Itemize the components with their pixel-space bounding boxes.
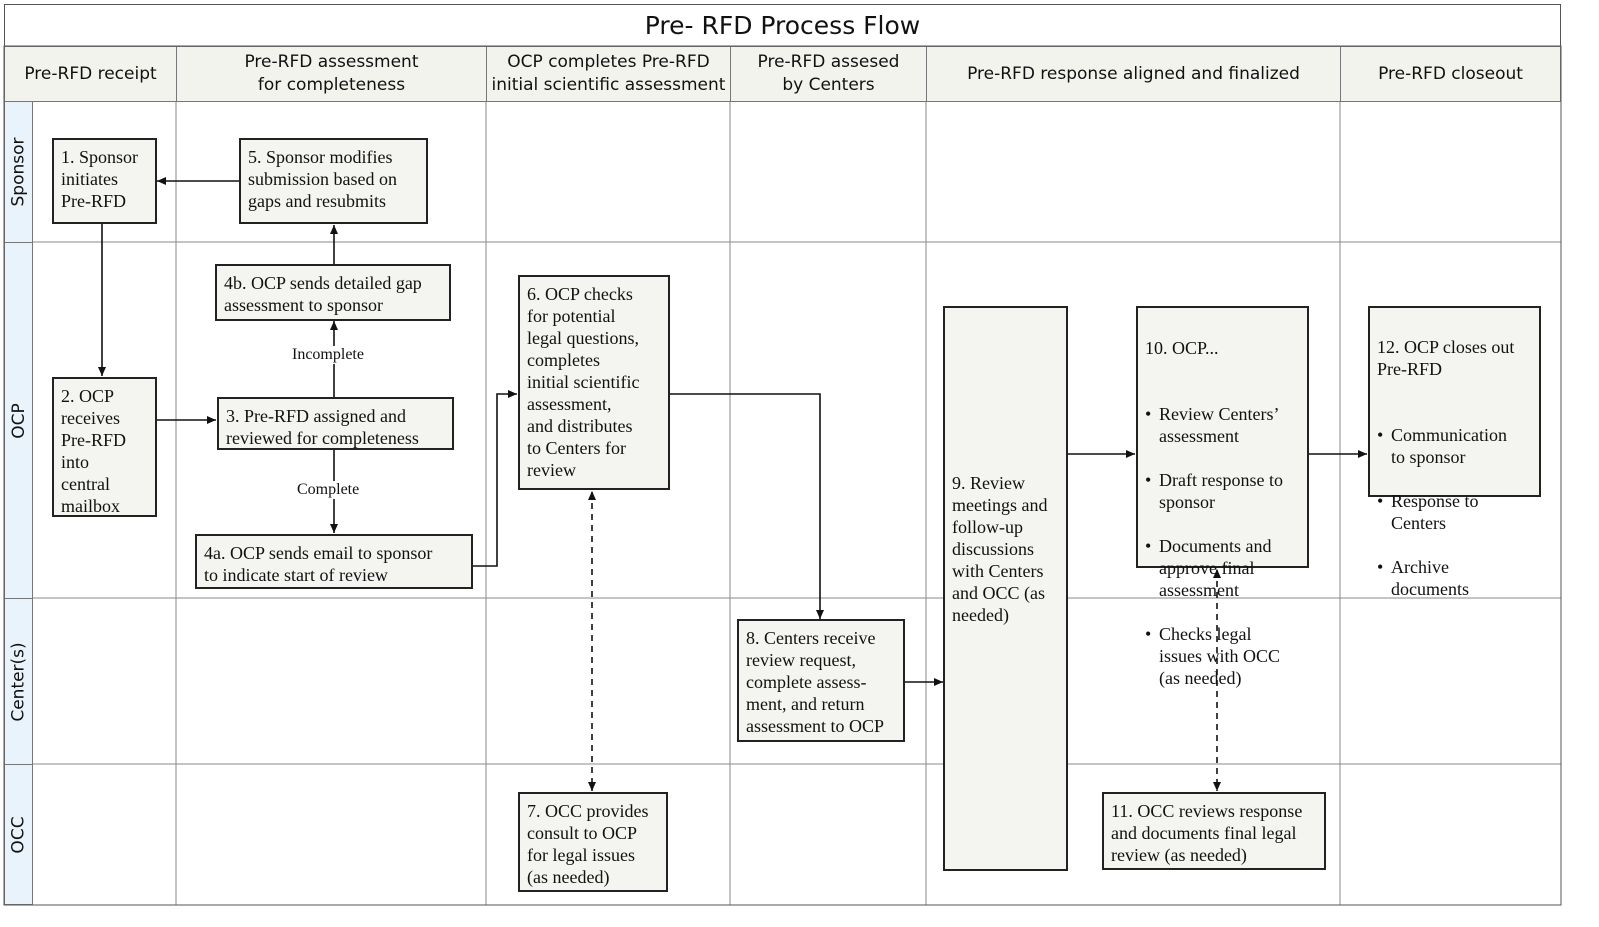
step-10-heading: 10. OCP... xyxy=(1145,338,1219,358)
label-incomplete: Incomplete xyxy=(290,346,366,364)
step-2-box: 2. OCP receives Pre-RFD into central mai… xyxy=(52,377,157,517)
label-complete: Complete xyxy=(295,481,362,499)
step-10-item: Documents and approve final assessment xyxy=(1145,535,1300,601)
phase-centers: Pre-RFD assesed by Centers xyxy=(730,46,927,102)
step-12-item: Communication to sponsor xyxy=(1377,424,1532,468)
phase-completeness: Pre-RFD assessment for completeness xyxy=(176,46,487,102)
arrow-4a-to-6 xyxy=(472,390,517,567)
step-10-box: 10. OCP... Review Centers’ assessment Dr… xyxy=(1136,306,1309,688)
step-8-box: 8. Centers receive review request, compl… xyxy=(737,619,905,742)
lane-occ: OCC xyxy=(4,764,33,905)
step-4a-box: 4a. OCP sends email to sponsor to indica… xyxy=(195,534,473,589)
step-3-box: 3. Pre-RFD assigned and reviewed for com… xyxy=(217,397,454,450)
step-6-box: 6. OCP checks for potential legal questi… xyxy=(518,275,670,490)
step-10-item: Draft response to sponsor xyxy=(1145,469,1300,513)
step-10-item: Checks legal issues with OCC (as needed) xyxy=(1145,623,1300,689)
step-12-item: Archive documents xyxy=(1377,556,1532,600)
phase-scientific-assessment: OCP completes Pre-RFD initial scientific… xyxy=(486,46,731,102)
step-7-box: 7. OCC provides consult to OCP for legal… xyxy=(518,792,668,892)
step-12-heading: 12. OCP closes out Pre-RFD xyxy=(1377,337,1515,379)
phase-response: Pre-RFD response aligned and finalized xyxy=(926,46,1341,102)
phase-closeout: Pre-RFD closeout xyxy=(1340,46,1561,102)
step-12-list: Communication to sponsor Response to Cen… xyxy=(1377,402,1532,622)
diagram-title: Pre- RFD Process Flow xyxy=(4,4,1561,46)
grid-lines xyxy=(3,45,1562,906)
phase-receipt: Pre-RFD receipt xyxy=(4,46,177,102)
step-12-box: 12. OCP closes out Pre-RFD Communication… xyxy=(1368,306,1541,599)
step-10-item: Review Centers’ assessment xyxy=(1145,403,1300,447)
step-1-box: 1. Sponsor initiates Pre-RFD xyxy=(52,138,157,224)
step-12-item: Response to Centers xyxy=(1377,490,1532,534)
step-5-box: 5. Sponsor modifies submission based on … xyxy=(239,138,428,224)
step-9-box: 9. Review meetings and follow-up discuss… xyxy=(943,306,1068,871)
step-11-box: 11. OCC reviews response and documents f… xyxy=(1102,792,1326,870)
step-4b-box: 4b. OCP sends detailed gap assessment to… xyxy=(215,264,451,321)
arrow-6-to-8 xyxy=(669,393,824,619)
step-10-list: Review Centers’ assessment Draft respons… xyxy=(1145,381,1300,711)
